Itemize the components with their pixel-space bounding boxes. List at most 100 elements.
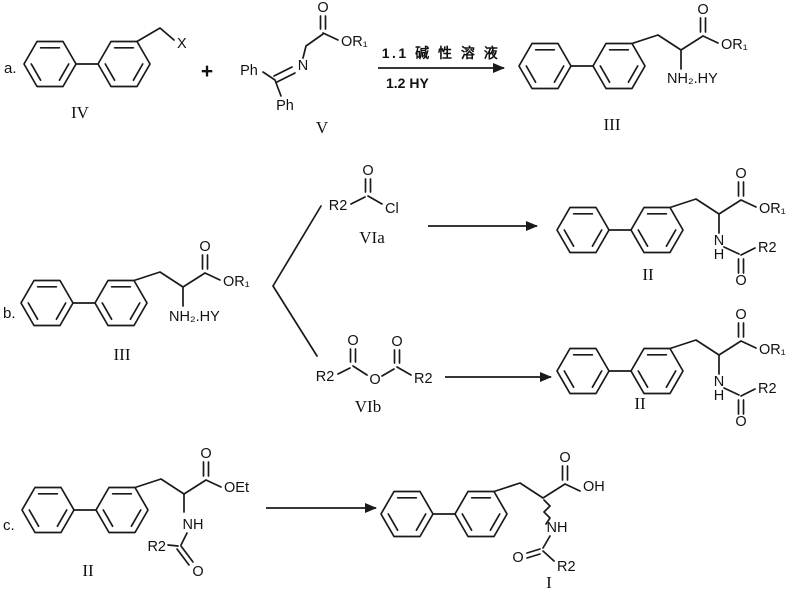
amine-label: NH₂.HY — [169, 309, 220, 325]
acid-oh-label: OH — [583, 479, 605, 495]
double-bond-CO — [202, 461, 210, 477]
nitrogen-label: N — [714, 374, 724, 390]
biphenyl-group — [557, 349, 683, 394]
compound-label-V: V — [316, 118, 329, 137]
bond — [669, 198, 757, 234]
amide-nh-label: NH — [183, 517, 204, 533]
double-bond-CO — [737, 322, 745, 338]
compound-label-VIa: VIa — [359, 228, 385, 247]
row-c: c. O OEt NH R2 O II O OH NH O R2 — [3, 446, 605, 592]
double-bond-CO — [201, 254, 209, 270]
r-group-label: R2 — [329, 198, 348, 214]
double-bond-CO — [364, 178, 372, 193]
compound-IV: X IV — [24, 27, 187, 122]
compound-III-product: O OR₁ NH₂.HY III — [519, 2, 748, 134]
condition-above: 1.1 碱 性 溶 液 — [382, 45, 501, 61]
oxygen-label: O — [559, 450, 570, 466]
oxygen-label: O — [735, 273, 746, 289]
row-a: a. X IV + Ph Ph N O OR₁ V 1.1 碱 性 溶 液 1.… — [4, 0, 748, 137]
compound-label-III: III — [114, 345, 131, 364]
oxygen-label: O — [391, 334, 402, 350]
r-group-label: R2 — [557, 559, 576, 575]
oxygen-label: O — [735, 307, 746, 323]
bond — [134, 478, 222, 513]
compound-label-IV: IV — [71, 103, 90, 122]
compound-label-II: II — [642, 265, 654, 284]
biphenyl-group — [557, 208, 683, 253]
double-bond-amide-CO — [176, 545, 194, 566]
ester-label: OR₁ — [759, 201, 786, 217]
oxygen-label: O — [317, 0, 328, 16]
chlorine-label: Cl — [385, 201, 399, 217]
biphenyl-group — [24, 42, 150, 87]
double-bond-amide-CO — [737, 258, 745, 274]
oxygen-label: O — [199, 239, 210, 255]
double-bond-CO — [699, 17, 707, 33]
bond — [136, 27, 175, 43]
bond — [493, 482, 581, 499]
oxygen-label: O — [369, 372, 380, 388]
amide-bond — [723, 246, 756, 256]
oxygen-label: O — [200, 446, 211, 462]
compound-III-reactant: O OR₁ NH₂.HY III — [21, 239, 250, 364]
oxygen-label: O — [697, 2, 708, 18]
bond — [669, 339, 757, 375]
compound-VIa: R2 O Cl VIa — [329, 163, 399, 247]
biphenyl-group — [21, 281, 147, 326]
compound-label-III: III — [604, 115, 621, 134]
biphenyl-group — [381, 492, 507, 537]
reaction-arrow-a: 1.1 碱 性 溶 液 1.2 HY — [378, 45, 505, 91]
condition-below: 1.2 HY — [386, 75, 429, 91]
r-group-label: R2 — [147, 539, 166, 555]
oxygen-label: O — [192, 564, 203, 580]
amide-nh-label: NH — [547, 520, 568, 536]
row-label-c: c. — [3, 517, 15, 534]
bond — [262, 32, 339, 97]
bond — [631, 34, 719, 70]
wavy-stereo-bond — [543, 499, 551, 525]
r-group-label: R2 — [414, 371, 433, 387]
oxygen-label: O — [735, 414, 746, 430]
compound-label-II: II — [82, 561, 94, 580]
r-group-label: R2 — [316, 369, 335, 385]
double-bond-CO — [561, 465, 569, 481]
biphenyl-group — [22, 488, 148, 533]
bond — [133, 271, 221, 307]
compound-II-upper: O OR₁ N H O R2 II — [557, 166, 786, 289]
plus-sign: + — [201, 60, 213, 83]
r-group-label: R2 — [758, 240, 777, 256]
halide-label: X — [177, 36, 187, 52]
amide-bond — [723, 387, 756, 397]
amine-label: NH₂.HY — [667, 71, 718, 87]
oxygen-label: O — [512, 550, 523, 566]
phenyl-label: Ph — [276, 98, 294, 114]
ester-label: OR₁ — [721, 37, 748, 53]
ester-label: OR₁ — [341, 34, 368, 50]
row-b: b. O OR₁ NH₂.HY III R2 O Cl VIa R2 O O — [3, 163, 786, 430]
ester-label: OR₁ — [759, 342, 786, 358]
compound-label-I: I — [546, 573, 552, 592]
oxygen-label: O — [347, 333, 358, 349]
branch-lines — [272, 205, 322, 357]
amide-bond — [542, 535, 555, 562]
phenyl-label: Ph — [240, 63, 258, 79]
r-group-label: R2 — [758, 381, 777, 397]
compound-II-lower: O OR₁ N H O R2 II — [557, 307, 786, 430]
compound-VIb: R2 O O O R2 VIb — [316, 333, 433, 416]
hydrogen-label: H — [714, 247, 724, 263]
double-bond-amide-CO — [737, 399, 745, 415]
double-bond-CN — [273, 66, 296, 83]
ester-label: OR₁ — [223, 274, 250, 290]
nitrogen-label: N — [298, 58, 308, 74]
double-bond-CO — [319, 15, 327, 30]
row-label-b: b. — [3, 305, 16, 322]
nitrogen-label: N — [714, 233, 724, 249]
oxygen-label: O — [735, 166, 746, 182]
compound-II-reactant: O OEt NH R2 O II — [22, 446, 249, 580]
compound-V: Ph Ph N O OR₁ V — [240, 0, 368, 137]
biphenyl-group — [519, 44, 645, 89]
double-bond-CO — [349, 348, 401, 364]
bond — [337, 365, 412, 377]
